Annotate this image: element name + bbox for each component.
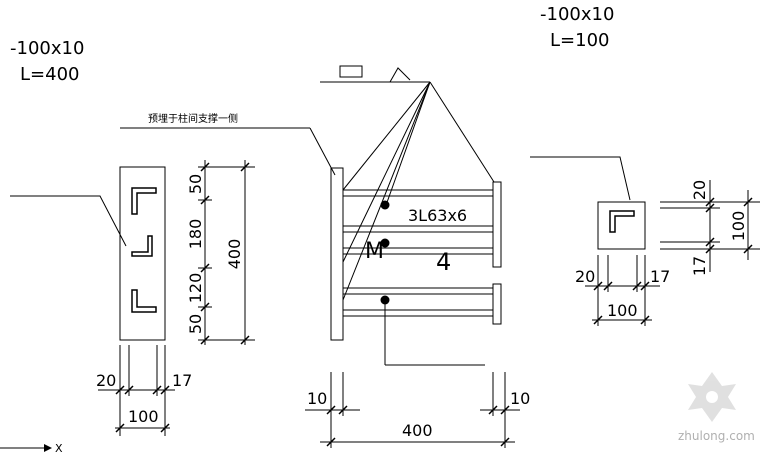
dim-10-left: 10 [307,389,327,408]
dim-180: 180 [186,219,205,250]
watermark-text: zhulong.com [678,429,755,443]
dim-20-horizontal: 20 [575,267,595,286]
section-number: 4 [436,248,451,276]
dim-120: 120 [186,273,205,304]
dim-17-horizontal: 17 [650,267,670,286]
axis-x-label: X [55,442,63,455]
dim-100-vertical: 100 [729,211,748,242]
dim-17-vertical: 17 [690,256,709,276]
right-plate-spec-size: -100x10 [540,4,614,25]
left-bottom-dimensions: 20 17 100 [96,345,192,436]
dim-20-vertical: 20 [690,180,709,200]
section-label: 3L63x6 [408,206,467,225]
left-vertical-dimensions: 50 180 120 50 400 [186,160,255,345]
dim-400-vertical: 400 [225,239,244,270]
center-bottom-dimensions: 10 10 400 [305,372,530,448]
dim-50-bottom: 50 [186,314,205,334]
left-plate-spec-size: -100x10 [10,38,84,59]
dim-10-right: 10 [510,389,530,408]
embed-note: 预埋于柱间支撑一侧 [148,112,238,125]
left-plate-spec-length: L=400 [20,64,79,85]
weld-mark: M [365,239,384,264]
dim-50-top: 50 [186,174,205,194]
dim-20: 20 [96,371,116,390]
center-bracing-assembly: 预埋于柱间支撑一侧 3L63x6 M 4 [120,65,502,366]
left-embedded-plate [10,166,166,341]
right-plate-spec-length: L=100 [550,30,609,51]
axis-indicator: X [0,442,63,455]
dim-400-horizontal: 400 [402,421,433,440]
right-embedded-plate [530,156,646,250]
right-vertical-dimensions: 20 100 17 [660,180,760,276]
dim-100-horizontal: 100 [607,301,638,320]
dim-17: 17 [172,371,192,390]
watermark-logo [688,372,736,422]
dim-100-width: 100 [128,407,159,426]
right-horizontal-dimensions: 20 17 100 [575,255,670,326]
